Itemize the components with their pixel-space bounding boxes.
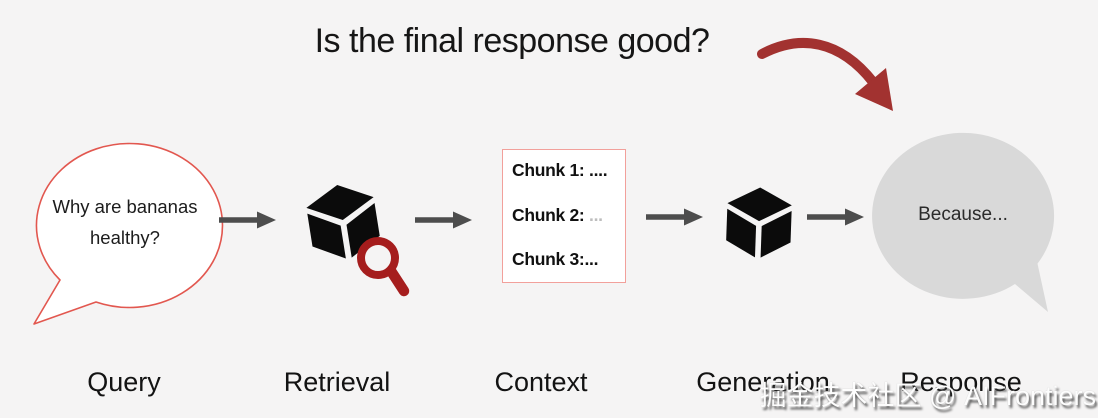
query-text-line2: healthy? <box>90 227 160 248</box>
stage-label-context: Context <box>494 367 588 397</box>
chunk-3-line: Chunk 3:... <box>512 249 621 270</box>
magnifier-icon <box>357 237 410 297</box>
retrieval-cube-icon <box>306 184 380 259</box>
chunk-2-label: Chunk 2: <box>512 204 585 225</box>
right-arrow-icon <box>807 208 864 226</box>
stage-label-query: Query <box>87 367 161 397</box>
chunk-1-label: Chunk 1: <box>512 160 585 180</box>
stage-label-retrieval: Retrieval <box>283 367 391 397</box>
stage-label-generation: Generation <box>696 367 830 397</box>
response-text: Because... <box>918 204 1008 225</box>
generation-cube-icon <box>726 187 792 258</box>
response-speech-bubble <box>872 132 1055 312</box>
query-text: Why are bananas healthy? <box>34 191 216 253</box>
chunk-2-dots: ... <box>584 204 603 225</box>
chunk-3-label: Chunk 3: <box>512 249 585 269</box>
chunk-1-dots: .... <box>584 160 608 180</box>
curved-arrow-icon <box>757 38 893 111</box>
chunk-1-line: Chunk 1: .... <box>512 160 621 181</box>
page-title: Is the final response good? <box>314 22 710 60</box>
right-arrow-icon <box>415 211 472 229</box>
watermark: 掘金技术社区 @ AIFrontiers <box>759 381 1096 411</box>
query-speech-bubble <box>33 142 224 325</box>
right-arrow-icon <box>646 208 703 226</box>
chunk-3-dots: ... <box>584 249 599 269</box>
chunk-2-line: Chunk 2: ... <box>512 205 621 226</box>
query-text-line1: Why are bananas <box>52 196 198 217</box>
right-arrow-icon <box>219 211 276 229</box>
stage-label-response: Response <box>900 367 1022 397</box>
context-chunks-box: Chunk 1: .... Chunk 2: ... Chunk 3:... <box>502 149 626 283</box>
